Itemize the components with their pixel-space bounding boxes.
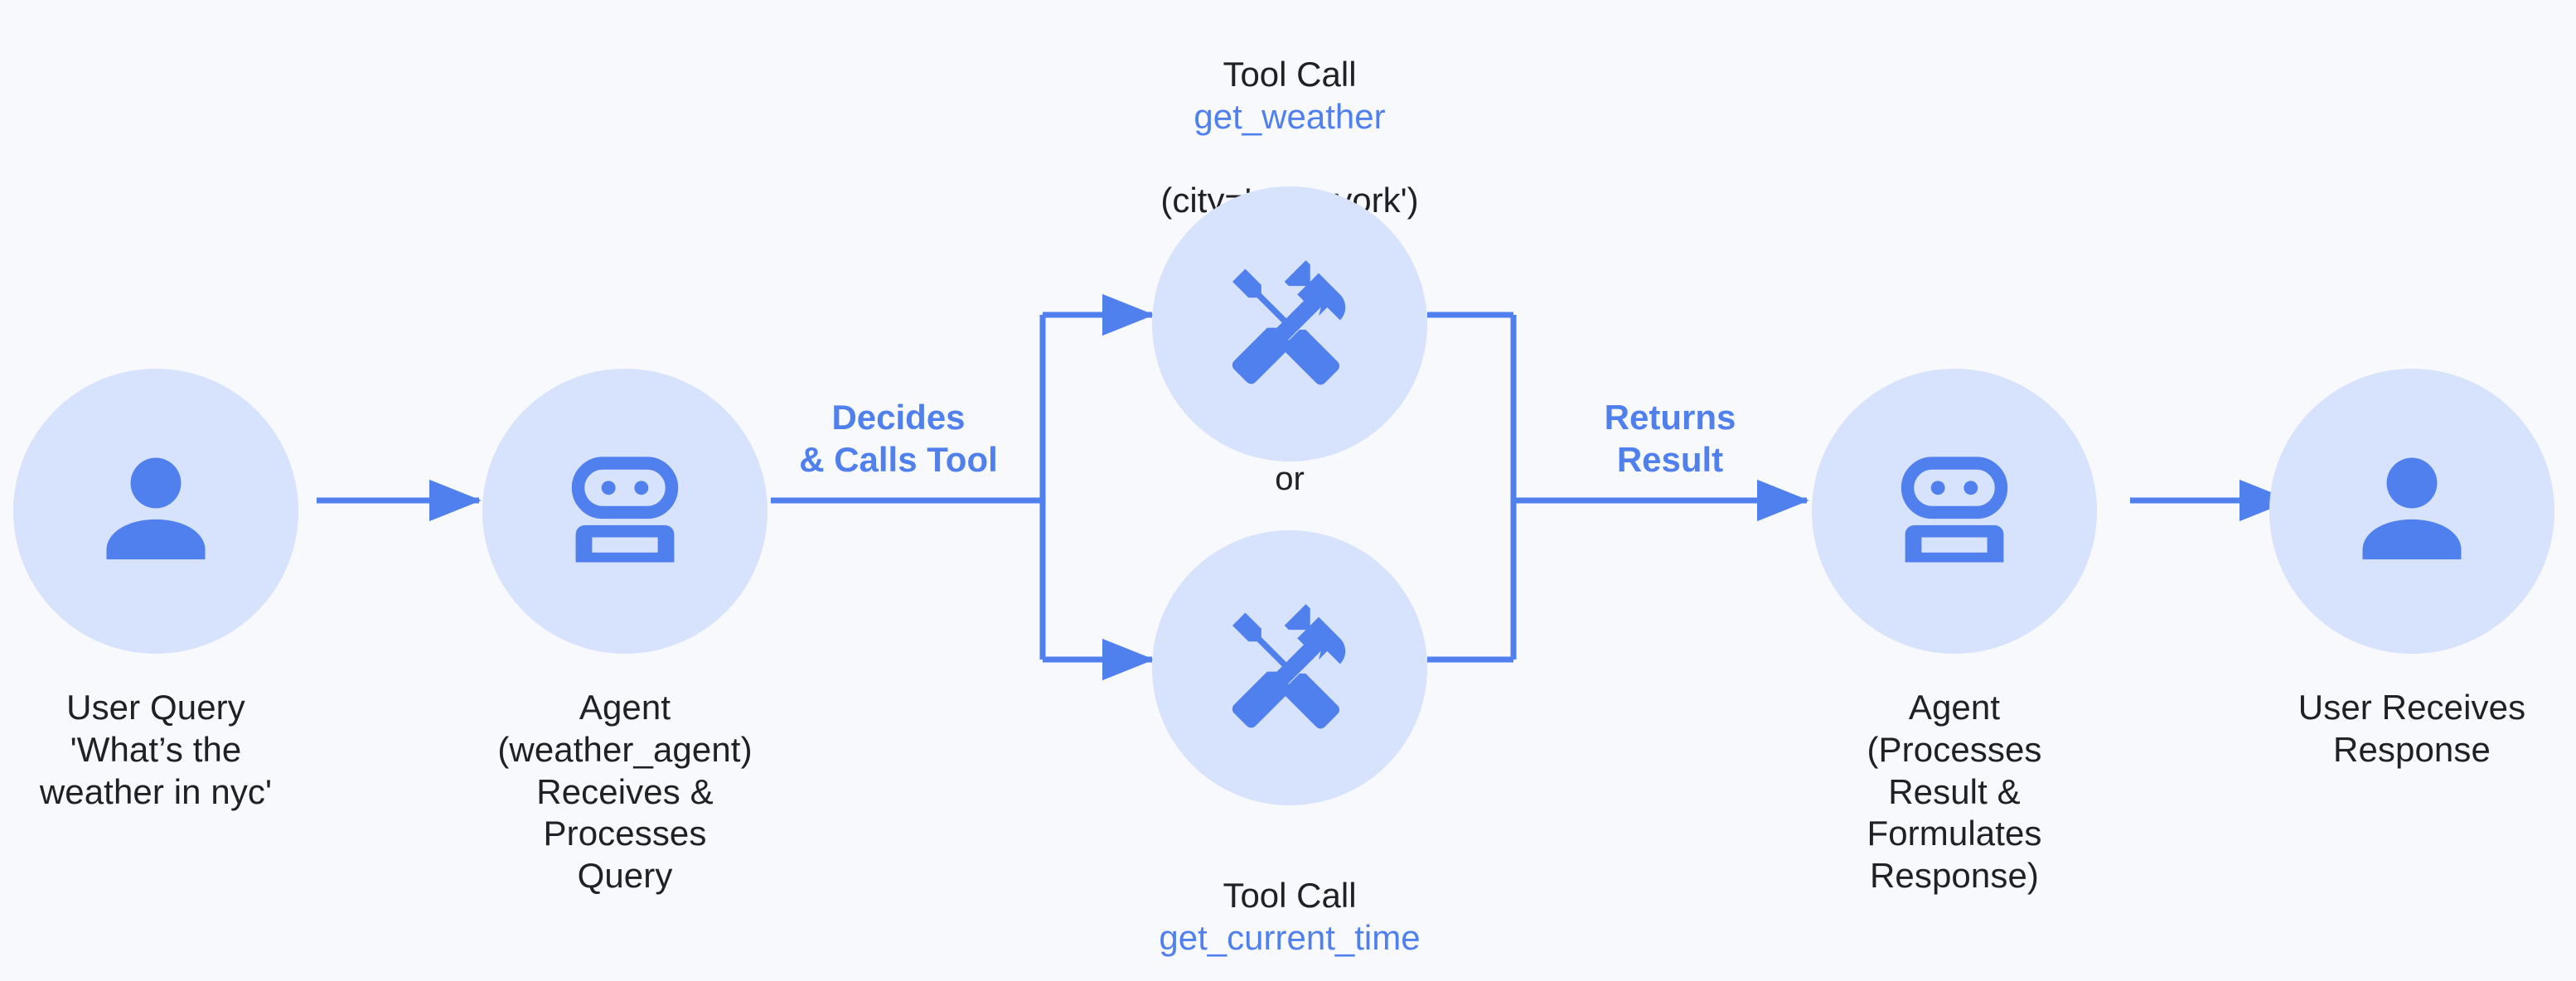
robot-icon (571, 457, 679, 563)
node-user-query[interactable]: User Query 'What’s the weather in nyc' (0, 369, 322, 813)
agent-receives-bubble (482, 369, 767, 654)
user-query-caption: User Query 'What’s the weather in nyc' (39, 688, 273, 811)
tool-time-label: Tool Call (1223, 875, 1357, 915)
user-response-bubble (2269, 369, 2554, 654)
person-icon (106, 457, 206, 560)
node-user-response[interactable]: User Receives Response (2246, 369, 2576, 771)
edge-label-decides: Decides & Calls Tool (799, 398, 998, 480)
edge-label-returns: Returns Result (1604, 398, 1736, 480)
user-query-bubble (13, 369, 298, 654)
handyman-icon (1232, 259, 1345, 384)
agent-processes-caption: Agent (Processes Result & Formulates Res… (1867, 688, 2042, 896)
tool-time-function: get_current_time (1159, 917, 1421, 957)
tool-weather-function: get_weather (1194, 96, 1386, 136)
node-agent-processes[interactable]: Agent (Processes Result & Formulates Res… (1809, 369, 2100, 897)
tool-time-caption: Tool Call get_current_time (1024, 833, 1555, 981)
tool-weather-label: Tool Call (1223, 54, 1357, 94)
tool-time-bubble[interactable] (1152, 530, 1427, 805)
tool-weather-bubble[interactable] (1152, 186, 1427, 462)
agent-processes-bubble (1812, 369, 2097, 654)
person-icon (2362, 457, 2462, 560)
robot-icon (1901, 457, 2008, 563)
branch-or-label: or (1275, 461, 1305, 497)
handyman-icon (1232, 603, 1345, 728)
node-agent-receives[interactable]: Agent (weather_agent) Receives & Process… (479, 369, 771, 897)
agent-receives-caption: Agent (weather_agent) Receives & Process… (497, 688, 753, 896)
user-response-caption: User Receives Response (2298, 688, 2526, 769)
